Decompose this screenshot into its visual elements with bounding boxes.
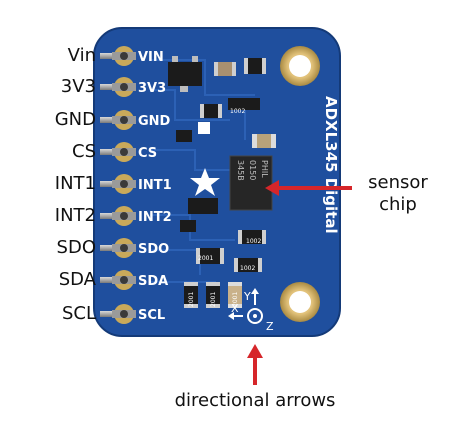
axis-y-label: Y (243, 290, 251, 303)
header-pins (100, 46, 136, 324)
board-label-int2: INT2 (138, 210, 172, 225)
axis-z-label: Z (266, 320, 274, 333)
chip-marking: 345B (236, 160, 245, 181)
smd-components (168, 56, 276, 308)
component-code: 2001 (232, 292, 239, 307)
chip-marking: 0150 (248, 160, 257, 180)
pcb (94, 28, 340, 336)
pin-label-int2: INT2 (54, 205, 96, 226)
board-label-sdo: SDO (138, 242, 169, 257)
header-pin-sdo (100, 238, 136, 258)
directional-arrows-annotation: directional arrows (174, 390, 336, 411)
pin-label-int1: INT1 (54, 173, 96, 194)
board-label-sda: SDA (138, 274, 168, 289)
header-pin-cs (100, 142, 136, 162)
header-pin-int1 (100, 174, 136, 194)
pin-label-vin: Vin (67, 45, 96, 66)
board-label-cs: CS (138, 146, 157, 161)
board-label-scl: SCL (138, 308, 165, 323)
silkscreen-dot (198, 122, 210, 134)
star-logo (190, 168, 220, 196)
sensor-chip-annotation: sensor chip (358, 172, 438, 216)
pin-label-sda: SDA (58, 269, 96, 290)
board-label-vin: VIN (138, 50, 164, 65)
component-code: 1002 (246, 238, 261, 245)
board-title-group: ADXL345 Digital Accelerometer (322, 96, 358, 234)
board-subtitle: Accelerometer (340, 96, 358, 220)
pin-label-3v3: 3V3 (60, 76, 96, 97)
component-code: 2001 (210, 292, 217, 307)
pin-label-sdo: SDO (56, 237, 96, 258)
pin-label-cs: CS (72, 141, 96, 162)
sensor-arrow (265, 180, 352, 196)
board-label-int1: INT1 (138, 178, 172, 193)
header-pin-scl (100, 304, 136, 324)
header-pin-int2 (100, 206, 136, 226)
header-pin-vin (100, 46, 136, 66)
board-title: ADXL345 Digital (322, 96, 340, 234)
component-codes: 1002 1002 2001 1002 2001 2001 2001 (188, 108, 261, 307)
mounting-hole-bottom (280, 282, 320, 322)
chip-marking: PHIL (260, 160, 269, 178)
sensor-label-line1: sensor (368, 172, 428, 193)
axis-markers: Y X Z (228, 288, 274, 333)
header-pin-gnd (100, 110, 136, 130)
board-label-3v3: 3V3 (138, 81, 166, 96)
pin-label-scl: SCL (61, 303, 96, 324)
board-label-gnd: GND (138, 114, 171, 129)
component-code: 1002 (240, 265, 255, 272)
sensor-label-line2: chip (379, 194, 417, 215)
component-code: 1002 (230, 108, 245, 115)
header-pin-3v3 (100, 77, 136, 97)
component-code: 2001 (188, 292, 195, 307)
header-pin-sda (100, 270, 136, 290)
axis-x-label: X (231, 302, 239, 315)
directional-arrow (247, 344, 263, 385)
pin-label-gnd: GND (54, 109, 96, 130)
component-code: 2001 (198, 255, 213, 262)
mounting-hole-top (280, 46, 320, 86)
